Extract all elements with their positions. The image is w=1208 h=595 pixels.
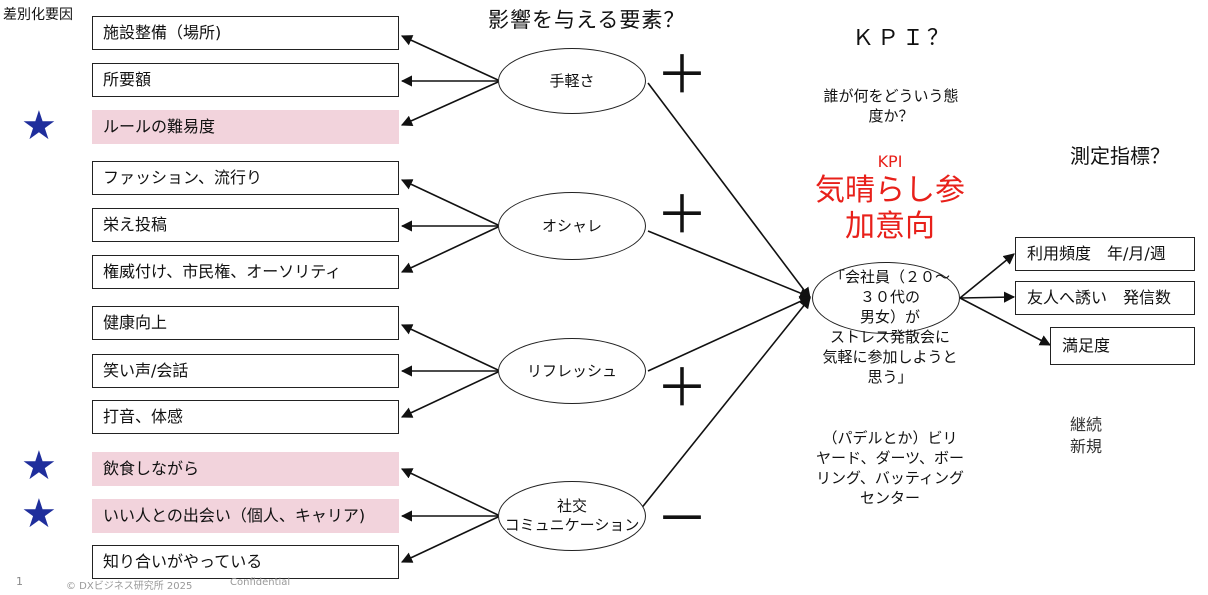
driver-ellipse-2: オシャレ — [498, 192, 646, 260]
example-line: センター — [859, 489, 920, 507]
driver-label: 手軽さ — [549, 71, 595, 90]
factor-box-6: 権威付け、市民権、オーソリティ — [92, 255, 399, 289]
arrow-driver1-kpi — [647, 82, 811, 299]
factor-box-1: 施設整備（場所) — [92, 16, 399, 50]
confidential-label: Confidential — [230, 577, 291, 588]
attitude-question: 誰が何をどういう態度か？ — [823, 87, 959, 125]
arrow-driver1-box3 — [400, 81, 499, 126]
arrow-driver4-box12 — [400, 516, 499, 563]
factor-box-9: 打音、体感 — [92, 400, 399, 434]
factor-box-8: 笑い声/会話 — [92, 354, 399, 388]
factor-box-3: ルールの難易度 — [92, 110, 399, 144]
driver-label: オシャレ — [541, 216, 602, 235]
metric-box-2: 友人へ誘い 発信数 — [1015, 281, 1195, 315]
factor-box-12: 知り合いがやっている — [92, 545, 399, 579]
star-icon: ★ — [21, 103, 57, 149]
plus-sign-3: ＋ — [656, 359, 709, 419]
example-line: （パデルとか）ビリ — [822, 429, 958, 447]
plus-sign-1: ＋ — [656, 46, 709, 106]
plus-sign-2: ＋ — [656, 186, 709, 246]
kpi-title-line2: 加意向 — [845, 209, 935, 244]
arrow-kpi-metric3 — [959, 297, 1051, 346]
arrow-driver2-box4 — [400, 179, 499, 226]
kpi-title-line1: 気晴らし参 — [815, 173, 965, 208]
kpi-question: ＫＰＩ？ — [852, 26, 953, 51]
target-line: 男女）が — [859, 308, 920, 326]
target-line: 気軽に参加しようと — [822, 348, 958, 366]
arrow-driver4-box10 — [400, 468, 499, 516]
target-line: 思う」 — [867, 368, 913, 386]
driver-ellipse-3: リフレッシュ — [498, 338, 646, 404]
influence-title: 影響を与える要素？ — [488, 8, 686, 32]
copyright: © DXビジネス研究所 2025 — [66, 581, 193, 592]
kpi-ellipse — [812, 262, 960, 334]
page-number: 1 — [16, 575, 23, 588]
customer-type-continue: 継続 — [1070, 415, 1103, 434]
arrow-driver3-box9 — [400, 371, 499, 418]
arrow-driver1-box1 — [400, 35, 499, 81]
corner-label: 差別化要因 — [3, 7, 73, 23]
factor-box-10: 飲食しながら — [92, 452, 399, 486]
driver-label: リフレッシュ — [526, 361, 617, 380]
arrow-driver2-kpi — [647, 230, 812, 299]
arrow-kpi-metric1 — [959, 253, 1015, 299]
example-line: ヤード、ダーツ、ボー — [816, 449, 964, 467]
example-line: リング、バッティング — [815, 469, 965, 487]
factor-box-11: いい人との出会い（個人、キャリア) — [92, 499, 399, 533]
customer-type-new: 新規 — [1070, 437, 1103, 456]
metric-box-1: 利用頻度 年/月/週 — [1015, 237, 1195, 271]
metrics-question: 測定指標？ — [1070, 144, 1170, 168]
minus-sign-4: － — [656, 490, 709, 550]
metric-box-3: 満足度 — [1050, 327, 1195, 365]
target-line: 「会社員（２０～ — [829, 268, 950, 286]
target-line: ストレス発散会に — [829, 328, 950, 346]
star-icon: ★ — [21, 443, 57, 489]
factor-box-2: 所要額 — [92, 63, 399, 97]
target-line: ３０代の — [859, 288, 920, 306]
examples-text: （パデルとか）ビリ ヤード、ダーツ、ボー リング、バッティング センター — [806, 428, 974, 508]
driver-label: 社交 — [556, 497, 587, 515]
target-description: 「会社員（２０～ ３０代の 男女）が ストレス発散会に 気軽に参加しようと 思う… — [806, 267, 974, 387]
factor-box-7: 健康向上 — [92, 306, 399, 340]
customer-types: 継続 新規 — [1070, 414, 1102, 458]
driver-label-sub: コミュニケーション — [504, 516, 640, 534]
arrow-driver3-box7 — [400, 324, 499, 371]
driver-ellipse-4: 社交 コミュニケーション — [498, 481, 646, 551]
factor-box-5: 栄え投稿 — [92, 208, 399, 242]
factor-box-4: ファッション、流行り — [92, 161, 399, 195]
arrow-driver4-kpi — [639, 297, 811, 511]
driver-ellipse-1: 手軽さ — [498, 48, 646, 114]
arrow-kpi-metric2 — [959, 291, 1016, 303]
kpi-label: KPI — [877, 152, 903, 171]
arrow-driver3-kpi — [647, 296, 812, 372]
star-icon: ★ — [21, 491, 57, 537]
arrow-driver2-box6 — [400, 226, 499, 273]
